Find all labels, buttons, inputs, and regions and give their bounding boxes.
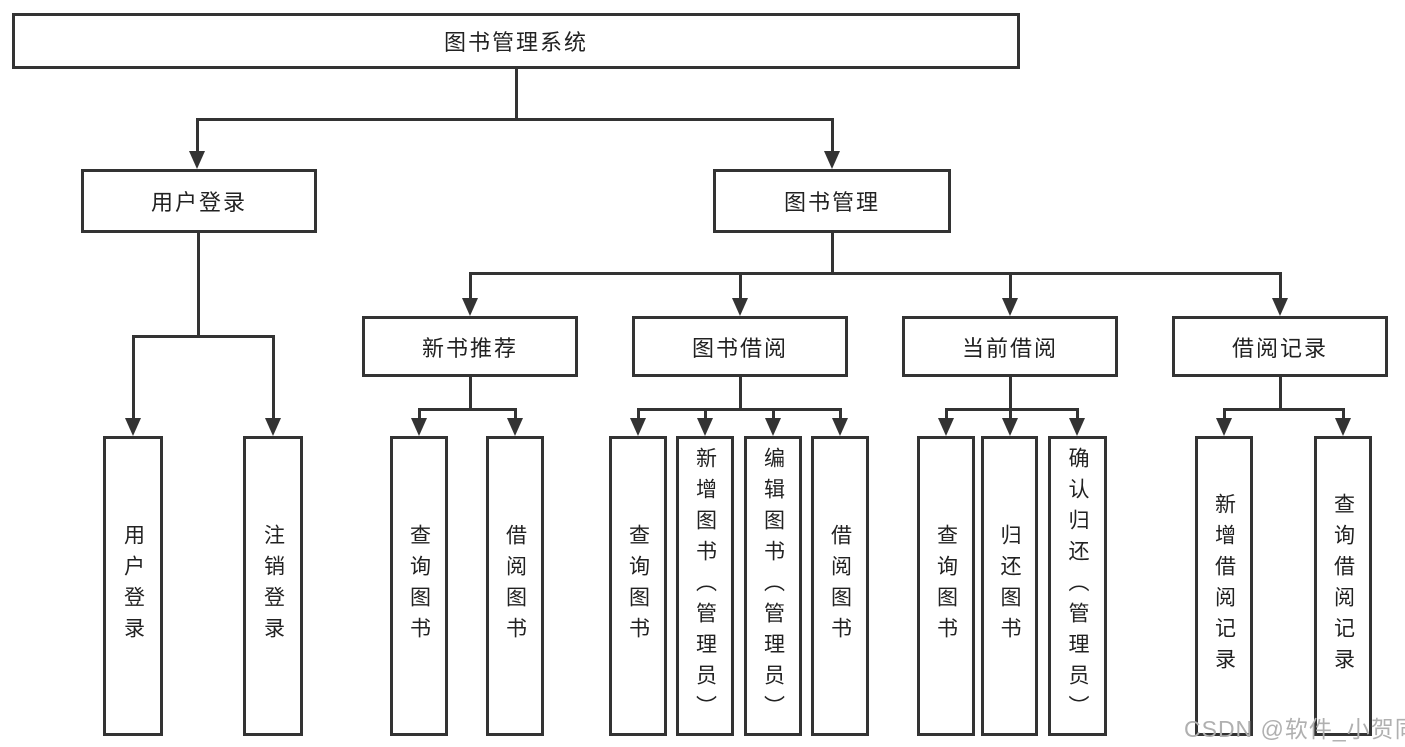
- connector-line: [197, 233, 200, 335]
- arrow-down-icon: [938, 418, 954, 436]
- leaf-logout: 注销登录: [243, 436, 303, 736]
- arrow-down-icon: [189, 151, 205, 169]
- leaf-query-borrow-record-label: 查询借阅记录: [1331, 493, 1355, 679]
- watermark: CSDN @软件_小贺同学: [1184, 716, 1405, 742]
- connector-line: [704, 408, 707, 419]
- arrow-down-icon: [462, 298, 478, 316]
- leaf-borrow-books: 借阅图书: [811, 436, 869, 736]
- connector-line: [831, 118, 834, 152]
- leaf-add-borrow-record: 新增借阅记录: [1195, 436, 1253, 736]
- leaf-current-query-books-label: 查询图书: [934, 524, 958, 648]
- arrow-down-icon: [732, 298, 748, 316]
- connector-line: [132, 335, 275, 338]
- connector-line: [1009, 377, 1012, 408]
- node-book-borrow-label: 图书借阅: [691, 335, 788, 361]
- connector-line: [739, 272, 742, 299]
- connector-line: [469, 272, 472, 299]
- node-book-management-label: 图书管理: [783, 190, 880, 215]
- arrow-down-icon: [1216, 418, 1232, 436]
- leaf-borrow-books-label: 借阅图书: [828, 524, 852, 648]
- node-root: 图书管理系统: [12, 13, 1020, 69]
- leaf-edit-books-admin-label: 编辑图书（管理员）: [761, 446, 785, 726]
- connector-line: [1279, 377, 1282, 408]
- connector-line: [1223, 408, 1226, 419]
- node-borrow-records-label: 借阅记录: [1231, 335, 1328, 361]
- leaf-borrow-query-books-label: 查询图书: [626, 524, 650, 648]
- leaf-return-books-label: 归还图书: [998, 524, 1021, 648]
- connector-line: [637, 408, 842, 411]
- leaf-recommend-borrow-books-label: 借阅图书: [503, 524, 527, 648]
- arrow-down-icon: [697, 418, 713, 436]
- connector-line: [1223, 408, 1345, 411]
- node-new-book-recommend: 新书推荐: [362, 316, 578, 377]
- arrow-down-icon: [765, 418, 781, 436]
- leaf-add-borrow-record-label: 新增借阅记录: [1212, 493, 1236, 679]
- connector-line: [418, 408, 517, 411]
- node-user-login: 用户登录: [81, 169, 317, 233]
- node-book-borrow: 图书借阅: [632, 316, 848, 377]
- connector-line: [772, 408, 775, 419]
- connector-line: [515, 68, 518, 118]
- leaf-add-books-admin: 新增图书（管理员）: [676, 436, 734, 736]
- arrow-down-icon: [1272, 298, 1288, 316]
- connector-line: [196, 118, 199, 152]
- connector-line: [945, 408, 1079, 411]
- connector-line: [1342, 408, 1345, 419]
- arrow-down-icon: [1069, 418, 1085, 436]
- connector-line: [637, 408, 640, 419]
- leaf-confirm-return-admin-label: 确认归还（管理员）: [1066, 446, 1089, 726]
- arrow-down-icon: [1335, 418, 1351, 436]
- connector-line: [1279, 272, 1282, 299]
- connector-line: [831, 233, 834, 272]
- connector-line: [469, 377, 472, 408]
- arrow-down-icon: [824, 151, 840, 169]
- connector-line: [514, 408, 517, 419]
- arrow-down-icon: [832, 418, 848, 436]
- connector-line: [945, 408, 948, 419]
- leaf-confirm-return-admin: 确认归还（管理员）: [1048, 436, 1107, 736]
- leaf-add-books-admin-label: 新增图书（管理员）: [693, 446, 717, 726]
- leaf-edit-books-admin: 编辑图书（管理员）: [744, 436, 802, 736]
- node-book-management: 图书管理: [713, 169, 951, 233]
- leaf-recommend-query-books-label: 查询图书: [407, 524, 431, 648]
- leaf-user-login-label: 用户登录: [121, 524, 145, 648]
- connector-line: [469, 272, 1281, 275]
- arrow-down-icon: [125, 418, 141, 436]
- arrow-down-icon: [411, 418, 427, 436]
- connector-line: [1009, 408, 1012, 419]
- leaf-logout-label: 注销登录: [261, 524, 285, 648]
- connector-line: [132, 335, 135, 419]
- leaf-borrow-query-books: 查询图书: [609, 436, 667, 736]
- node-current-borrow-label: 当前借阅: [961, 335, 1058, 361]
- connector-line: [1009, 272, 1012, 299]
- connector-line: [272, 335, 275, 419]
- leaf-current-query-books: 查询图书: [917, 436, 975, 736]
- arrow-down-icon: [630, 418, 646, 436]
- connector-line: [739, 377, 742, 408]
- leaf-recommend-query-books: 查询图书: [390, 436, 448, 736]
- node-root-label: 图书管理系统: [443, 30, 588, 55]
- leaf-return-books: 归还图书: [981, 436, 1038, 736]
- connector-line: [196, 118, 833, 121]
- leaf-user-login: 用户登录: [103, 436, 163, 736]
- arrow-down-icon: [1002, 298, 1018, 316]
- node-current-borrow: 当前借阅: [902, 316, 1118, 377]
- node-borrow-records: 借阅记录: [1172, 316, 1388, 377]
- arrow-down-icon: [507, 418, 523, 436]
- leaf-recommend-borrow-books: 借阅图书: [486, 436, 544, 736]
- arrow-down-icon: [1002, 418, 1018, 436]
- connector-line: [418, 408, 421, 419]
- connector-line: [1076, 408, 1079, 419]
- node-user-login-label: 用户登录: [150, 190, 247, 215]
- node-new-book-recommend-label: 新书推荐: [421, 335, 518, 361]
- connector-line: [839, 408, 842, 419]
- leaf-query-borrow-record: 查询借阅记录: [1314, 436, 1372, 736]
- arrow-down-icon: [265, 418, 281, 436]
